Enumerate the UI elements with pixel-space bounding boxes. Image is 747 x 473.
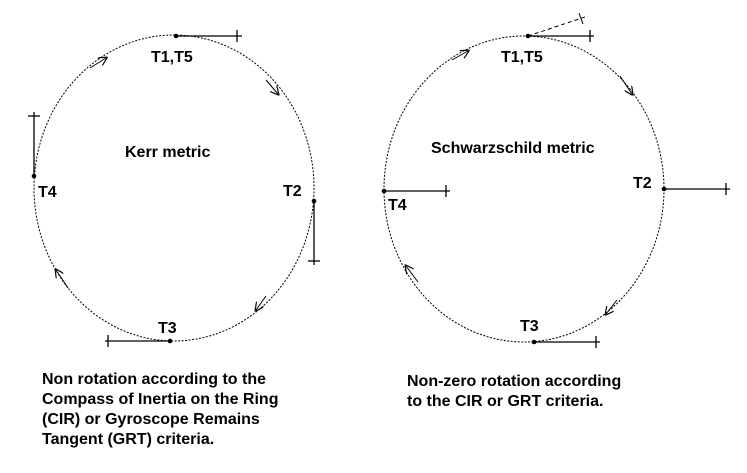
schwarzschild-caption: Non-zero rotation according to the CIR o…: [407, 373, 622, 410]
kerr-orbit-ring: [33, 34, 315, 342]
kerr-gyro-left: [28, 112, 40, 179]
schwarzschild-label-left: T4: [388, 197, 407, 214]
schwarzschild-diagram: Schwarzschild metric T1,T5 T2 T3 T4: [381, 12, 730, 348]
kerr-label-bottom: T3: [158, 320, 177, 337]
schwarzschild-gyro-top: [525, 12, 594, 42]
schwarzschild-orbit-ring: [383, 35, 665, 343]
kerr-orbit-arrow: [56, 270, 69, 289]
schwarzschild-orbit-arrow: [619, 75, 632, 94]
kerr-label-left: T4: [38, 184, 57, 201]
kerr-diagram: Kerr metric T1,T5 T2 T3 T4: [28, 30, 320, 347]
schwarzschild-title: Schwarzschild metric: [431, 140, 595, 157]
schwarzschild-label-bottom: T3: [520, 318, 539, 335]
schwarzschild-gyro-right: [661, 183, 730, 195]
schwarzschild-orbit-arrow: [606, 299, 618, 314]
kerr-orbit-arrow: [256, 295, 267, 310]
kerr-gyro-bottom: [105, 335, 173, 347]
kerr-orbit-arrow: [265, 79, 278, 94]
kerr-caption: Non rotation according to the Compass of…: [42, 371, 279, 448]
schwarzschild-label-top: T1,T5: [501, 49, 543, 66]
kerr-label-right: T2: [283, 183, 302, 200]
kerr-gyro-top: [173, 30, 242, 42]
kerr-label-top: T1,T5: [151, 49, 193, 66]
kerr-title: Kerr metric: [125, 144, 210, 161]
schwarzschild-label-right: T2: [633, 175, 652, 192]
schwarzschild-gyro-left: [381, 185, 450, 197]
schwarzschild-gyro-bottom: [531, 336, 600, 348]
schwarzschild-orbit-arrow: [406, 266, 419, 283]
kerr-gyro-right: [308, 198, 320, 265]
schwarzschild-orbit-arrow: [451, 51, 468, 61]
kerr-orbit-arrow: [89, 58, 106, 69]
